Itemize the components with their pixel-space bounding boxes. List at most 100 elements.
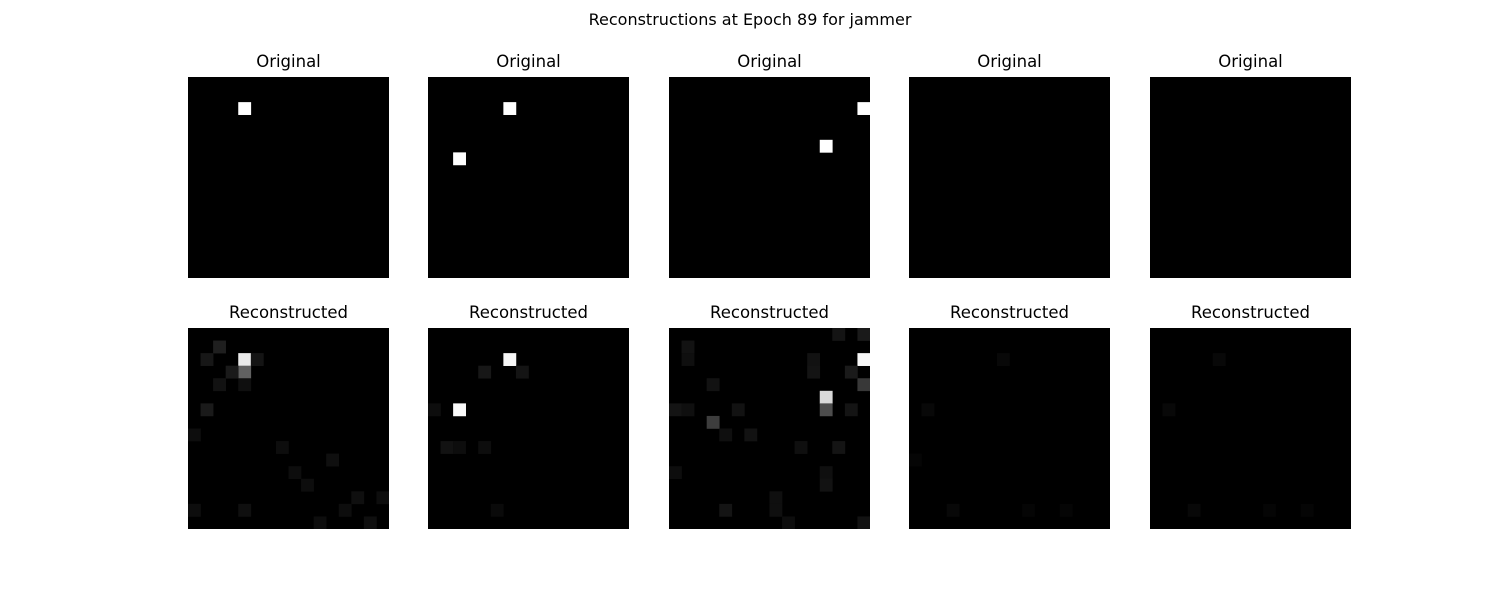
heatmap-cell [238, 503, 252, 517]
panel-title-original: Original [256, 52, 321, 71]
heatmap-cell [669, 466, 682, 480]
panel-title-reconstructed: Reconstructed [469, 303, 588, 322]
panel-title-reconstructed: Reconstructed [229, 303, 348, 322]
heatmap-cell [719, 428, 733, 442]
heatmap-cell [857, 353, 870, 366]
figure-suptitle: Reconstructions at Epoch 89 for jammer [588, 10, 912, 29]
heatmap-cell [719, 503, 733, 517]
heatmap-original-4 [909, 77, 1110, 278]
heatmap-cell [769, 503, 783, 517]
heatmap-cell [819, 403, 833, 417]
heatmap-svg [1150, 328, 1351, 529]
heatmap-cell [857, 516, 870, 529]
heatmap-cell [503, 102, 517, 115]
heatmap-svg [188, 77, 389, 278]
heatmap-reconstructed-2 [428, 328, 629, 529]
heatmap-cell [807, 353, 821, 366]
heatmap-background [188, 77, 389, 278]
heatmap-cell [238, 102, 252, 115]
heatmap-cell [807, 365, 821, 379]
heatmap-cell [313, 516, 327, 529]
panel-title-original: Original [496, 52, 561, 71]
heatmap-cell [478, 441, 492, 454]
heatmap-cell [819, 466, 833, 480]
heatmap-cell [909, 453, 922, 467]
heatmap-cell [200, 353, 214, 366]
heatmap-cell [288, 466, 302, 480]
heatmap-reconstructed-1 [188, 328, 389, 529]
heatmap-cell [681, 403, 695, 417]
heatmap-cell [188, 503, 201, 517]
heatmap-cell [238, 365, 252, 379]
heatmap-cell [515, 365, 529, 379]
panel-title-reconstructed: Reconstructed [710, 303, 829, 322]
heatmap-svg [909, 77, 1110, 278]
heatmap-cell [832, 441, 846, 454]
heatmap-cell [250, 353, 264, 366]
heatmap-original-3 [669, 77, 870, 278]
heatmap-original-2 [428, 77, 629, 278]
heatmap-cell [946, 503, 960, 517]
heatmap-cell [326, 453, 340, 467]
heatmap-reconstructed-4 [909, 328, 1110, 529]
heatmap-cell [213, 340, 226, 354]
heatmap-cell [301, 478, 314, 492]
heatmap-cell [794, 441, 808, 454]
heatmap-cell [857, 328, 870, 341]
heatmap-original-1 [188, 77, 389, 278]
heatmap-cell [857, 102, 870, 115]
panel-title-reconstructed: Reconstructed [1191, 303, 1310, 322]
heatmap-cell [238, 378, 252, 392]
heatmap-background [428, 77, 629, 278]
heatmap-cell [744, 428, 758, 442]
heatmap-cell [351, 491, 365, 505]
heatmap-cell [1187, 503, 1201, 517]
heatmap-cell [213, 378, 226, 392]
heatmap-cell [1162, 403, 1176, 417]
heatmap-cell [238, 353, 252, 366]
heatmap-cell [440, 441, 454, 454]
panel-title-original: Original [1218, 52, 1283, 71]
heatmap-cell [706, 378, 720, 392]
heatmap-svg [669, 77, 870, 278]
heatmap-cell [769, 491, 783, 505]
heatmap-background [909, 77, 1110, 278]
heatmap-reconstructed-5 [1150, 328, 1351, 529]
heatmap-cell [996, 353, 1010, 366]
heatmap-cell [681, 340, 695, 354]
heatmap-background [1150, 77, 1351, 278]
heatmap-cell [832, 328, 846, 341]
heatmap-cell [275, 441, 289, 454]
heatmap-cell [1263, 503, 1276, 517]
heatmap-svg [909, 328, 1110, 529]
heatmap-cell [363, 516, 377, 529]
heatmap-svg [1150, 77, 1351, 278]
heatmap-cell [782, 516, 795, 529]
heatmap-background [1150, 328, 1351, 529]
heatmap-cell [819, 478, 833, 492]
heatmap-cell [706, 415, 720, 429]
heatmap-cell [1212, 353, 1226, 366]
heatmap-cell [857, 378, 870, 392]
heatmap-cell [503, 353, 517, 366]
heatmap-cell [1300, 503, 1314, 517]
heatmap-cell [188, 428, 201, 442]
heatmap-svg [188, 328, 389, 529]
heatmap-original-5 [1150, 77, 1351, 278]
heatmap-cell [478, 365, 492, 379]
panel-title-reconstructed: Reconstructed [950, 303, 1069, 322]
heatmap-cell [844, 365, 858, 379]
heatmap-cell [844, 403, 858, 417]
heatmap-cell [490, 503, 504, 517]
heatmap-cell [376, 491, 389, 505]
heatmap-background [669, 77, 870, 278]
heatmap-cell [225, 365, 239, 379]
panel-title-original: Original [737, 52, 802, 71]
heatmap-cell [453, 152, 466, 166]
heatmap-cell [453, 403, 466, 417]
heatmap-svg [428, 77, 629, 278]
heatmap-cell [819, 390, 833, 404]
heatmap-cell [428, 403, 441, 417]
heatmap-cell [921, 403, 935, 417]
heatmap-cell [731, 403, 745, 417]
